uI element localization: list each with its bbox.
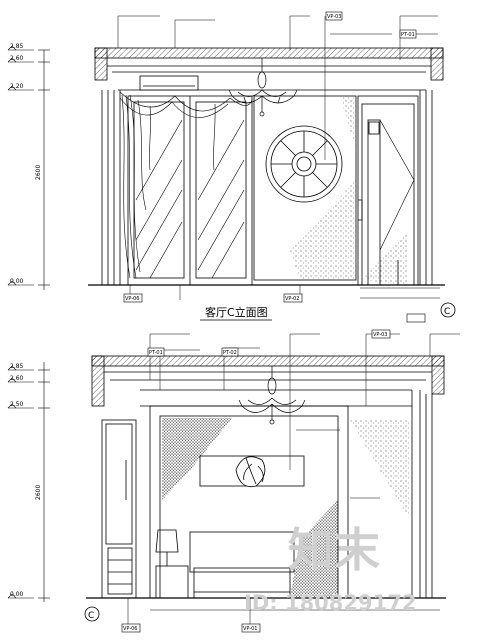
lower-tag-vp03: VP-03 — [373, 332, 388, 338]
lower-right-wall — [431, 355, 445, 395]
lower-ceiling-slab — [91, 355, 445, 367]
watermark-id: ID: 180829172 — [244, 591, 416, 615]
watermark-brand: 知末 — [288, 523, 380, 577]
lower-tag-pt02: PT-02 — [223, 350, 237, 356]
upper-left-wall — [94, 47, 108, 81]
table-lamp — [155, 529, 189, 599]
sofa — [189, 531, 295, 598]
upper-level-4: 0.00 — [10, 278, 24, 285]
upper-tag-vp02: VP-02 — [285, 296, 300, 302]
upper-level-3: 2.20 — [10, 83, 24, 90]
lower-level-1: 2.85 — [10, 363, 24, 370]
upper-chandelier — [228, 58, 298, 117]
lower-tag-pt01: PT-01 — [149, 350, 163, 356]
upper-right-wall — [430, 47, 444, 81]
upper-elevation — [88, 47, 445, 286]
lower-level-4: 0.00 — [10, 591, 24, 598]
lower-left-wall — [91, 355, 105, 407]
upper-section-marker-label: C — [444, 307, 450, 317]
upper-level-2: 2.60 — [10, 55, 24, 62]
upper-tag-vp06: VP-06 — [125, 296, 140, 302]
lower-elevation — [86, 355, 446, 599]
lower-level-dimensions — [7, 362, 50, 602]
lower-height-label: 2600 — [35, 485, 42, 500]
upper-section-marker — [440, 302, 456, 318]
curtain — [119, 91, 253, 279]
lower-tag-vp06: VP-06 — [123, 626, 138, 632]
tall-cabinet — [101, 419, 137, 599]
lower-level-2: 2.60 — [10, 375, 24, 382]
lower-level-3: 2.50 — [10, 401, 24, 408]
upper-level-dimensions — [7, 45, 50, 290]
upper-tag-pt01: PT-01 — [401, 32, 415, 38]
upper-elevation-title: 客厅C立面图 — [205, 305, 268, 319]
air-conditioner — [139, 75, 199, 91]
upper-tag-vp03: VP-03 — [327, 14, 342, 20]
upper-ceiling-slab — [94, 47, 444, 59]
lower-leaders — [127, 333, 460, 626]
upper-level-1: 2.85 — [10, 43, 24, 50]
lower-section-marker-label: C — [88, 611, 94, 621]
upper-height-label: 2600 — [35, 165, 42, 180]
round-medallion — [265, 125, 343, 203]
glass-reflection-lines — [135, 119, 245, 279]
lower-chandelier — [238, 366, 306, 425]
lower-section-marker — [84, 606, 100, 622]
lower-tag-vp01: VP-01 — [243, 626, 258, 632]
